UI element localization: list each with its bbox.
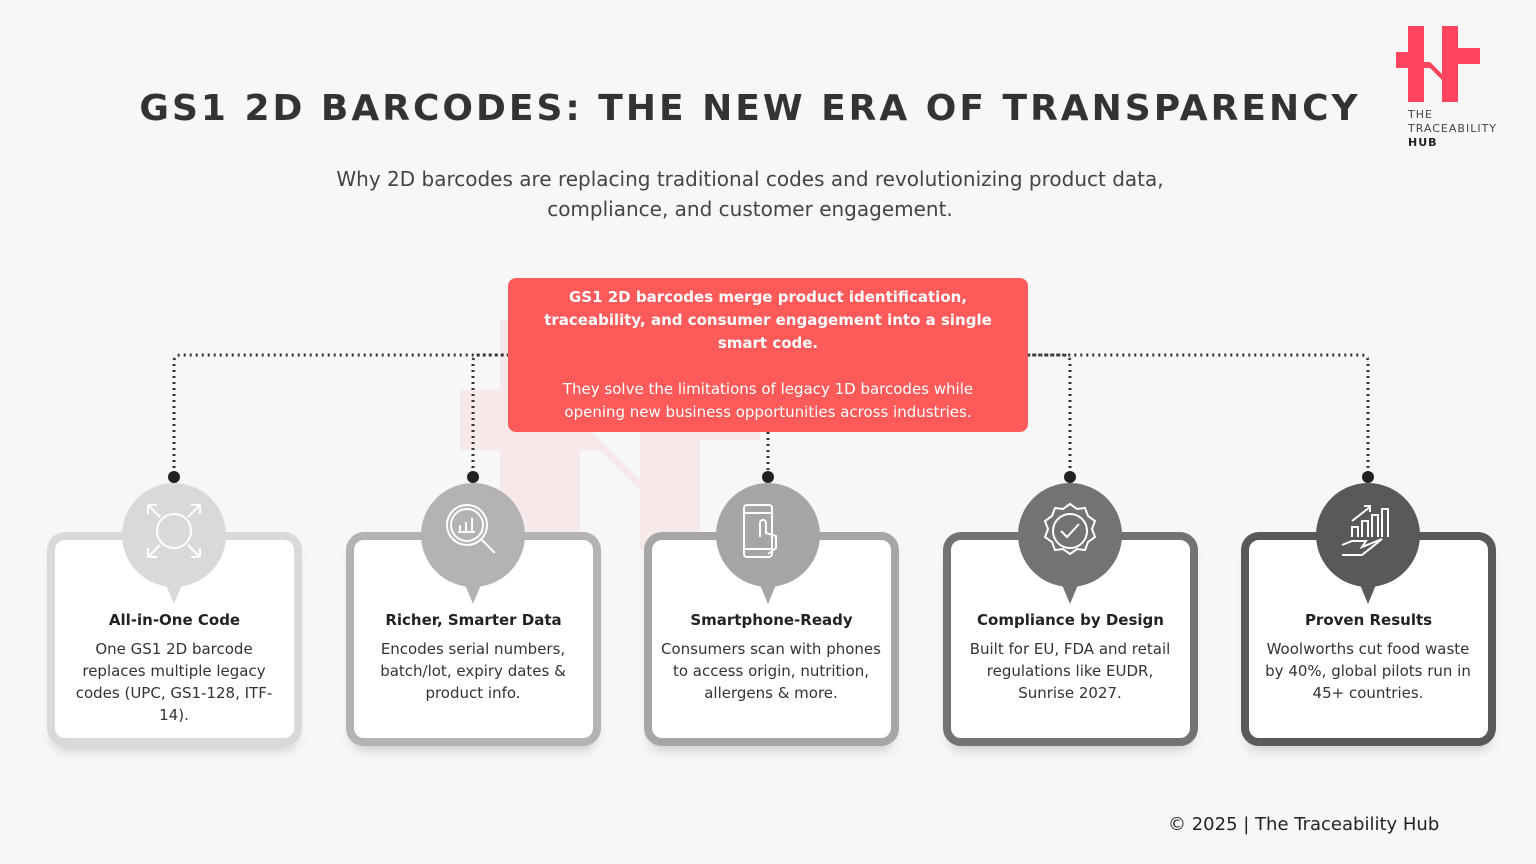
connector-dot — [467, 471, 479, 483]
magnifier-chart-icon — [446, 504, 496, 554]
brand-logo: THE TRACEABILITY HUB — [1396, 24, 1506, 150]
card-text: Encodes serial numbers, batch/lot, expir… — [380, 640, 566, 702]
icon-bubble — [1018, 483, 1122, 587]
logo-h-icon — [1396, 26, 1480, 102]
callout-text: They solve the limitations of legacy 1D … — [562, 380, 974, 421]
footer-copyright: © 2025 | The Traceability Hub — [1168, 814, 1440, 835]
page-title: GS1 2D BARCODES: THE NEW ERA OF TRANSPAR… — [139, 88, 1361, 129]
connector-dot — [1362, 471, 1374, 483]
icon-bubble — [122, 483, 226, 587]
logo-line: THE — [1408, 108, 1433, 121]
connector-dot — [168, 471, 180, 483]
card-title: All-in-One Code — [108, 611, 241, 629]
subtitle-line: compliance, and customer engagement. — [547, 197, 953, 221]
icon-bubble — [716, 483, 820, 587]
card-title: Richer, Smarter Data — [385, 611, 562, 629]
card-title: Proven Results — [1304, 611, 1433, 629]
summary-callout: GS1 2D barcodes merge product identifica… — [508, 278, 1028, 432]
growth-hand-icon — [1341, 505, 1389, 556]
card-text: Built for EU, FDA and retail regulations… — [969, 640, 1171, 702]
card-text: One GS1 2D barcode replaces multiple leg… — [75, 640, 273, 724]
connector-dot — [762, 471, 774, 483]
icon-bubble — [421, 483, 525, 587]
logo-text: THE TRACEABILITY HUB — [1408, 108, 1506, 150]
subtitle-line: Why 2D barcodes are replacing traditiona… — [336, 167, 1164, 191]
callout-bold-text: GS1 2D barcodes merge product identifica… — [544, 288, 992, 352]
card-text: Consumers scan with phones to access ori… — [661, 640, 881, 702]
card-title: Smartphone-Ready — [690, 611, 853, 629]
certified-badge-icon — [1043, 502, 1097, 556]
card-title: Compliance by Design — [977, 611, 1164, 629]
card-text: Woolworths cut food waste by 40%, global… — [1265, 640, 1471, 702]
expand-arrows-icon — [147, 504, 201, 558]
logo-line: TRACEABILITY — [1408, 122, 1498, 135]
connector-dot — [1064, 471, 1076, 483]
icon-bubble — [1316, 483, 1420, 587]
smartphone-tap-icon — [743, 504, 777, 558]
logo-line: HUB — [1408, 136, 1438, 149]
page-subtitle: Why 2D barcodes are replacing traditiona… — [300, 164, 1200, 224]
